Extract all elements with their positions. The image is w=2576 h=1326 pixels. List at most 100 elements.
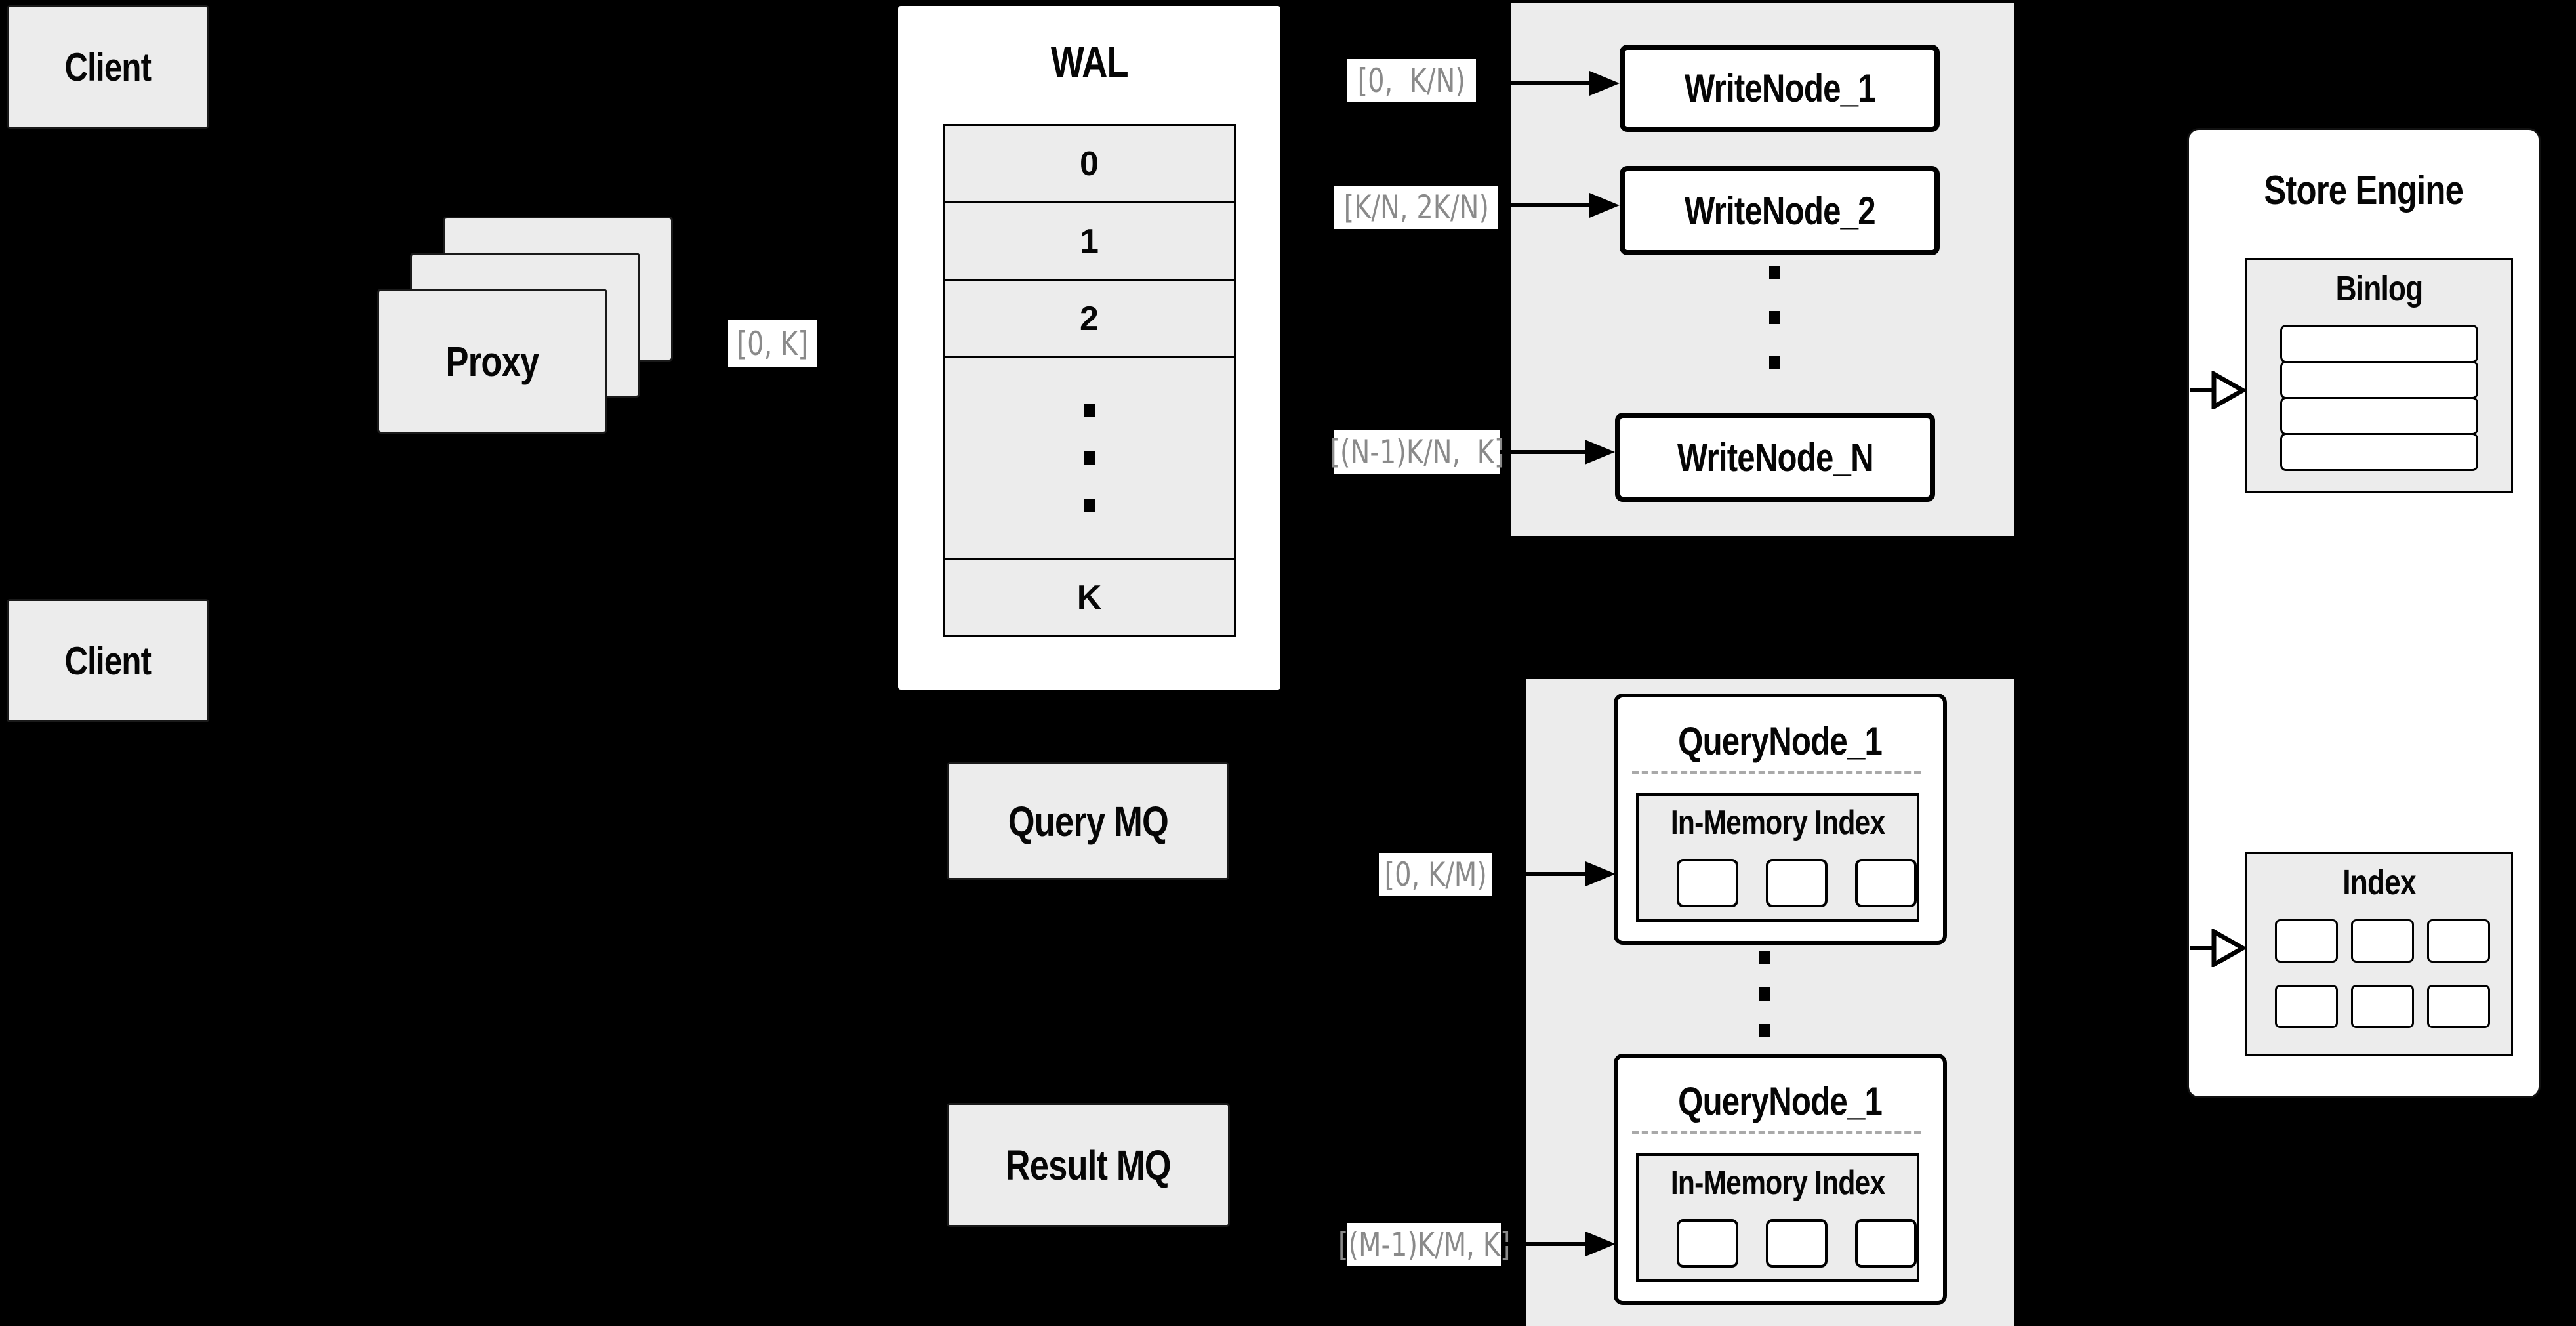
wal-title: WAL — [1050, 37, 1129, 86]
query-node-top-divider — [1632, 771, 1921, 774]
wal-row-k: K — [943, 558, 1236, 637]
query-node-bottom: QueryNode_1 In-Memory Index — [1614, 1054, 1947, 1305]
client-node-top: Client — [7, 5, 209, 129]
write-node-2-label: WriteNode_2 — [1684, 188, 1876, 233]
range-label-proxy-out: [0, K] — [728, 320, 817, 367]
query-node-top: QueryNode_1 In-Memory Index — [1614, 694, 1947, 945]
binlog-row — [2280, 325, 2478, 363]
write-node-1: WriteNode_1 — [1620, 45, 1940, 132]
write-node-n: WriteNode_N — [1615, 413, 1935, 502]
store-engine-title-wrap: Store Engine — [2189, 163, 2539, 218]
binlog-title: Binlog — [2335, 269, 2424, 308]
write-node-2: WriteNode_2 — [1620, 166, 1940, 255]
index-square — [2275, 985, 2338, 1028]
wal-row-0: 0 — [943, 124, 1236, 203]
binlog-rows — [2280, 325, 2478, 471]
arrow-query-1-head — [1585, 861, 1616, 886]
range-label-write-2-text: [K/N, 2K/N) — [1343, 188, 1489, 226]
ellipsis-dot — [1084, 404, 1095, 417]
wal-row-ellipsis — [943, 356, 1236, 560]
binlog-title-wrap: Binlog — [2247, 268, 2511, 310]
binlog-row — [2280, 361, 2478, 399]
range-label-query-2-text: [(M-1)K/M, K] — [1338, 1226, 1511, 1264]
in-memory-index-top-title: In-Memory Index — [1670, 804, 1885, 842]
range-label-query-1: [0, K/M) — [1379, 853, 1492, 896]
client-node-bottom: Client — [7, 599, 209, 722]
arrow-index-shaft — [2190, 946, 2214, 950]
query-node-bottom-divider — [1632, 1131, 1921, 1134]
proxy-node: Proxy — [377, 289, 607, 434]
ellipsis-dot — [1084, 499, 1095, 512]
range-label-write-1: [0, K/N) — [1347, 59, 1476, 102]
store-engine-box: Store Engine Binlog Index — [2187, 128, 2541, 1098]
query-ellipsis-dot — [1759, 951, 1770, 964]
in-memory-index-bottom-title-wrap: In-Memory Index — [1639, 1161, 1917, 1205]
query-node-top-title-wrap: QueryNode_1 — [1618, 716, 1943, 766]
proxy-label: Proxy — [445, 337, 540, 385]
segment-square — [1855, 859, 1917, 907]
range-label-write-2: [K/N, 2K/N) — [1334, 186, 1498, 229]
arrow-write-1-head — [1589, 71, 1620, 96]
write-node-1-label: WriteNode_1 — [1684, 66, 1876, 110]
wal-box: WAL 0 1 2 K — [895, 3, 1283, 692]
arrow-write-n-head — [1585, 440, 1615, 465]
segment-square — [1677, 1219, 1738, 1268]
wal-table: 0 1 2 K — [943, 124, 1236, 637]
arrow-write-1-shaft — [1476, 81, 1593, 85]
client-bottom-label: Client — [64, 638, 152, 683]
arrow-query-1-shaft — [1496, 872, 1589, 876]
in-memory-index-box-bottom: In-Memory Index — [1636, 1153, 1919, 1282]
result-mq-label: Result MQ — [1005, 1141, 1172, 1189]
arrow-write-2-head — [1589, 193, 1620, 218]
range-label-query-2: [(M-1)K/M, K] — [1338, 1223, 1510, 1266]
wal-row-1: 1 — [943, 201, 1236, 281]
segment-square — [1677, 859, 1738, 907]
binlog-row — [2280, 433, 2478, 471]
index-square — [2427, 919, 2490, 963]
arrow-binlog-shaft — [2190, 388, 2214, 392]
query-node-bottom-title: QueryNode_1 — [1678, 1079, 1883, 1123]
binlog-row — [2280, 397, 2478, 435]
query-ellipsis-dot — [1759, 1024, 1770, 1037]
index-square — [2427, 985, 2490, 1028]
wal-row-2: 2 — [943, 279, 1236, 358]
write-ellipsis-dot — [1769, 266, 1780, 279]
query-mq-label: Query MQ — [1008, 797, 1168, 845]
wal-title-wrap: WAL — [898, 32, 1280, 91]
arrow-query-2-head — [1585, 1232, 1616, 1256]
range-label-write-1-text: [0, K/N) — [1357, 62, 1466, 100]
query-node-top-title: QueryNode_1 — [1678, 718, 1883, 763]
segment-square — [1766, 1219, 1828, 1268]
query-node-bottom-title-wrap: QueryNode_1 — [1618, 1076, 1943, 1126]
index-square — [2351, 919, 2414, 963]
in-memory-index-top-title-wrap: In-Memory Index — [1639, 801, 1917, 844]
index-square — [2275, 919, 2338, 963]
write-node-n-label: WriteNode_N — [1677, 435, 1874, 480]
range-label-write-n-text: [(N-1)K/N, K] — [1329, 433, 1505, 471]
index-title: Index — [2342, 863, 2416, 902]
write-ellipsis-dot — [1769, 311, 1780, 324]
query-mq-node: Query MQ — [947, 762, 1229, 880]
range-label-proxy-out-text: [0, K] — [737, 325, 809, 363]
write-ellipsis-dot — [1769, 356, 1780, 369]
range-label-write-n: [(N-1)K/N, K] — [1330, 430, 1504, 474]
query-ellipsis-dot — [1759, 987, 1770, 1001]
hollow-arrow-binlog-icon — [2211, 371, 2245, 409]
segment-square — [1766, 859, 1828, 907]
client-top-label: Client — [64, 45, 152, 89]
in-memory-index-box-top: In-Memory Index — [1636, 793, 1919, 922]
in-memory-index-bottom-title: In-Memory Index — [1670, 1164, 1885, 1202]
store-engine-title: Store Engine — [2264, 167, 2464, 213]
arrow-query-2-shaft — [1503, 1242, 1589, 1246]
index-title-wrap: Index — [2247, 861, 2511, 903]
arrow-write-n-shaft — [1500, 450, 1588, 454]
segment-square — [1855, 1219, 1917, 1268]
index-square — [2351, 985, 2414, 1028]
range-label-query-1-text: [0, K/M) — [1384, 856, 1487, 894]
arrow-write-2-shaft — [1498, 203, 1593, 207]
index-box: Index — [2245, 852, 2513, 1056]
hollow-arrow-index-icon — [2211, 929, 2245, 967]
binlog-box: Binlog — [2245, 258, 2513, 493]
result-mq-node: Result MQ — [947, 1103, 1230, 1227]
